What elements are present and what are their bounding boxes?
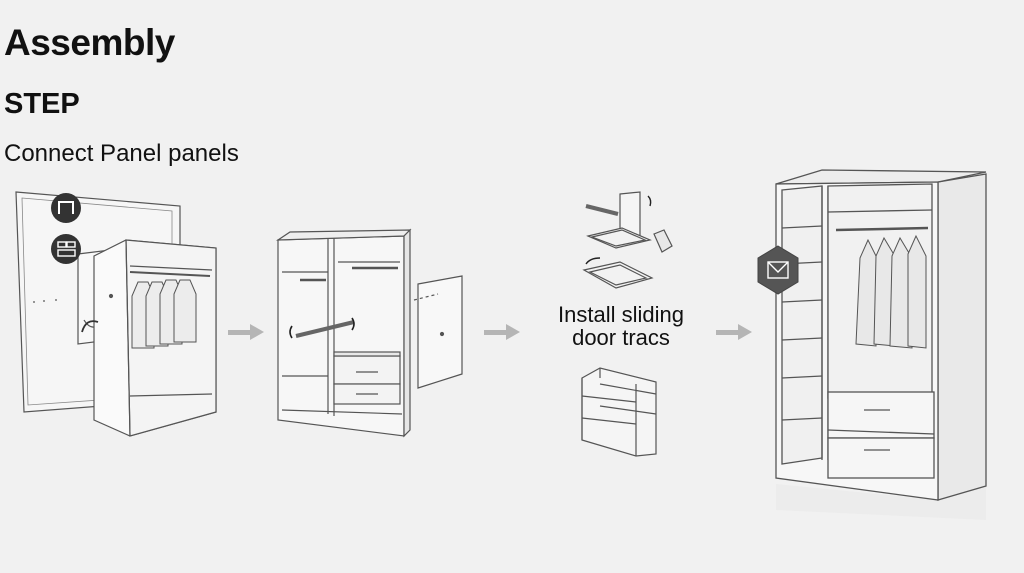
step-3-illustration — [581, 191, 673, 457]
step-2-illustration — [275, 228, 463, 438]
step-3-caption-line2: door tracs — [572, 325, 670, 350]
flow-arrow-1 — [228, 324, 264, 340]
step-3-caption: Install sliding door tracs — [541, 303, 701, 349]
hex-badge-icon — [757, 245, 799, 295]
door-panel — [417, 275, 463, 389]
corner-bracket-icon — [51, 193, 81, 223]
step-subtitle: Connect Panel panels — [4, 140, 239, 167]
flow-arrow-3 — [716, 324, 752, 340]
page-title: Assembly — [4, 22, 175, 63]
step-heading: STEP — [4, 88, 80, 120]
rotate-arrow-icon — [81, 320, 99, 333]
step-3-caption-line1: Install sliding — [558, 302, 684, 327]
panel-connector-icon — [51, 234, 81, 264]
step-1-illustration — [15, 191, 217, 437]
hanging-clothes — [131, 279, 197, 349]
hanging-clothes-final — [855, 234, 927, 349]
flow-arrow-2 — [484, 324, 520, 340]
step-4-illustration — [775, 169, 987, 520]
